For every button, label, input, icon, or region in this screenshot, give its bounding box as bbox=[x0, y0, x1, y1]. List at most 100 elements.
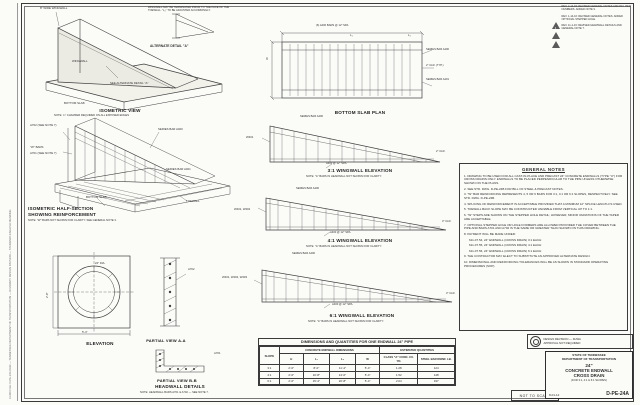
col-header-w: W bbox=[355, 353, 381, 365]
col-header-l2: L₂ bbox=[328, 353, 357, 365]
ww3-clr-label: 3" CLR. bbox=[446, 292, 456, 295]
cell-steel: 124 bbox=[417, 363, 455, 372]
general-note-payitem: 611-07.55, 24" ENDWALL (CROSS DRAIN) 4:1… bbox=[469, 243, 542, 248]
col-header-conc: CLASS "A" CONC. CU. YD. bbox=[379, 353, 419, 365]
agency-name-line1: STATE OF TENNESSEE bbox=[572, 353, 606, 357]
cell-l1: 15'-4" bbox=[302, 377, 330, 386]
drawing-subtitle: (FOR 3:1, 4:1 & 6:1 SLOPES) bbox=[571, 378, 607, 382]
table-row: 4:1 2'-0" 10'-8" 14'-0" 5'-4" 1.52 148 bbox=[259, 370, 455, 379]
hs-series-a400-label: SERIES BAR A400 bbox=[158, 127, 183, 131]
revision-number: 1 bbox=[554, 7, 557, 11]
col-header-l1: L₁ bbox=[302, 353, 330, 365]
half-section-title-line2: SHOWING REINFORCEMENT bbox=[28, 212, 97, 217]
bottom-slab-plan-title: BOTTOM SLAB PLAN bbox=[334, 110, 386, 115]
half-section-title-line1: ISOMETRIC HALF-SECTION bbox=[28, 206, 94, 211]
ww3-bars-label: W401, W402, W403 bbox=[222, 275, 248, 279]
col-header-h: H bbox=[278, 353, 304, 365]
ww2-series-label: SERIES BAR A400 bbox=[296, 187, 320, 190]
stamp-line2: APPROVAL NOT REQUIRED bbox=[543, 340, 581, 345]
slab-series-a401-label: SERIES BAR A401 bbox=[426, 78, 450, 81]
approval-stamp: DESIGN REVISION — FHWA APPROVAL NOT REQU… bbox=[527, 334, 633, 349]
elevation-height-dim: 2'-8" bbox=[45, 292, 49, 298]
cell-l2: 14'-0" bbox=[328, 370, 357, 379]
partial-b-linework bbox=[155, 349, 205, 373]
cell-w: 5'-4" bbox=[355, 370, 381, 379]
cell-l2: 20'-8" bbox=[328, 377, 357, 386]
ww1-spacing-label: A400 @ 12" SPA. bbox=[326, 162, 348, 165]
partial-a-title: PARTIAL VIEW A-A bbox=[146, 338, 186, 343]
iso-alternate-detail-title: ALTERNATE DETAIL "A" bbox=[150, 44, 189, 48]
general-note-item: 8. PAYMENT WILL BE MADE UNDER: bbox=[464, 232, 516, 236]
partial-a-bar-label: A702 bbox=[188, 267, 195, 271]
hs-series-a401-label: SERIES BAR A401 bbox=[166, 167, 191, 171]
cell-h: 2'-0" bbox=[278, 363, 304, 372]
slab-series-a400-label: SERIES BAR A400 bbox=[426, 48, 450, 51]
elevation-title: ELEVATION bbox=[86, 341, 114, 346]
isometric-view-title: ISOMETRIC VIEW bbox=[99, 108, 141, 113]
cell-conc: 1.28 bbox=[379, 363, 419, 372]
revision-triangle-icon: 2 bbox=[552, 14, 560, 39]
table-row: 6:1 2'-0" 15'-4" 20'-8" 5'-4" 2.04 197 bbox=[259, 377, 455, 386]
quantities-table: DIMENSIONS AND QUANTITIES FOR ONE ENDWAL… bbox=[258, 338, 456, 387]
wingwall-6-1-title: 6:1 WINGWALL ELEVATION bbox=[329, 313, 395, 318]
revision-number: 2 bbox=[554, 17, 557, 21]
cell-steel: 148 bbox=[417, 370, 455, 379]
revision-block: 1 REV. 4-14-15: REVISED GENERAL NOTES AN… bbox=[552, 5, 632, 49]
ww3-series-label: SERIES BAR A400 bbox=[292, 252, 316, 255]
slab-dim-w: W bbox=[265, 57, 269, 60]
ww2-bars-label: W401, W402 bbox=[234, 207, 251, 211]
headwall-details-title: HEADWALL DETAILS bbox=[155, 384, 205, 389]
bottom-slab-plan-linework bbox=[269, 30, 434, 101]
ww1-clr-label: 2" CLR. bbox=[436, 150, 446, 153]
revision-text: REV. 1-14-16: REVISED GENERAL NOTES. ADD… bbox=[561, 14, 623, 21]
revision-note: 1 REV. 4-14-15: REVISED GENERAL NOTES AN… bbox=[552, 5, 632, 29]
elevation-width-dim: 5'-4" bbox=[82, 330, 88, 334]
ww1-bars-label: W401 bbox=[246, 135, 254, 139]
quantities-table-title: DIMENSIONS AND QUANTITIES FOR ONE ENDWAL… bbox=[259, 339, 455, 347]
wingwall-4-1-linework bbox=[257, 197, 447, 237]
slab-dim-top: (6) A400 BARS @ 12" SPA. bbox=[316, 24, 350, 27]
drawing-title-line2: CROSS DRAIN bbox=[573, 372, 605, 378]
general-note-payitem: 611-07.54, 24" ENDWALL (CROSS DRAIN) 3:1… bbox=[469, 237, 542, 242]
revision-text: REV. 11-1-16: REVISED HEADWALL DETAILS A… bbox=[561, 24, 622, 31]
col-header-slope: SLOPE bbox=[259, 346, 280, 365]
drawing-number: D-PE-24A bbox=[606, 390, 629, 397]
iso-wingwall-label: WINGWALL bbox=[72, 59, 88, 63]
partial-b-title: PARTIAL VIEW B-B bbox=[157, 378, 197, 383]
hs-a701-label: A701 (SEE NOTE 7) bbox=[30, 151, 57, 155]
general-note-item: 10. DIMENSIONAL AND REINFORCING TOLERANC… bbox=[464, 259, 609, 268]
wingwall-3-1-linework bbox=[261, 125, 441, 169]
edge-vertical-text: CADD FILE: D-PE-24A.DGN — TENNESSEE DEPA… bbox=[9, 209, 12, 400]
cell-l2: 11'-4" bbox=[328, 363, 357, 372]
half-section-linework bbox=[54, 117, 231, 213]
hs-bottom-slab-label: BOTTOM SLAB bbox=[86, 195, 107, 199]
general-note-item: 9. THE CONTRACTOR MAY ELECT TO SUBSTITUT… bbox=[464, 254, 591, 259]
agency-name-line2: DEPARTMENT OF TRANSPORTATION bbox=[562, 356, 616, 361]
stamp-text: DESIGN REVISION — FHWA APPROVAL NOT REQU… bbox=[543, 337, 581, 345]
cell-h: 2'-0" bbox=[278, 377, 304, 386]
elevation-pipe-label: 24" DIA. bbox=[95, 261, 106, 265]
cell-conc: 1.52 bbox=[379, 370, 419, 379]
table-row: 3:1 2'-0" 8'-0" 11'-4" 5'-4" 1.28 124 bbox=[259, 363, 455, 372]
partial-b-bar-label: A701 bbox=[214, 351, 221, 355]
cell-w: 5'-4" bbox=[355, 363, 381, 372]
isometric-view-note: NOTE: ¾" CHAMFER REQUIRED ON ALL EXPOSED… bbox=[54, 114, 130, 117]
revision-note: 2 REV. 1-14-16: REVISED GENERAL NOTES. A… bbox=[552, 14, 632, 39]
general-notes-panel: GENERAL NOTES 1. DRAWING TO BE USED FOR … bbox=[459, 163, 628, 331]
general-note-item: 7. OPTIONAL STEPPED HOLE OR HOLE FORMERS… bbox=[464, 222, 616, 231]
isometric-view-linework bbox=[45, 11, 223, 111]
cell-conc: 2.04 bbox=[379, 377, 419, 386]
hs-toewall-label: TOEWALL bbox=[186, 199, 200, 203]
slab-dim-l2: L₂ bbox=[408, 33, 411, 37]
cell-h: 2'-0" bbox=[278, 370, 304, 379]
ww2-spacing-label: A400 @ 12" SPA. bbox=[330, 231, 352, 234]
ww1-series-label: SERIES BAR A400 bbox=[300, 115, 324, 118]
cell-l1: 10'-8" bbox=[302, 370, 330, 379]
general-note-item: 5. TOEWALL BACK SLOPE MAY BE CONSTRUCTED… bbox=[464, 207, 593, 212]
seal-icon bbox=[530, 336, 541, 347]
general-notes-title: GENERAL NOTES bbox=[522, 167, 565, 172]
hs-wbars-label: "W" BARS bbox=[30, 145, 44, 149]
revision-number: 3 bbox=[554, 26, 557, 30]
slab-clr-label: 2" CLR. (TYP.) bbox=[426, 64, 444, 67]
col-header-steel: STEEL BAR REINF. LB. bbox=[417, 353, 455, 365]
